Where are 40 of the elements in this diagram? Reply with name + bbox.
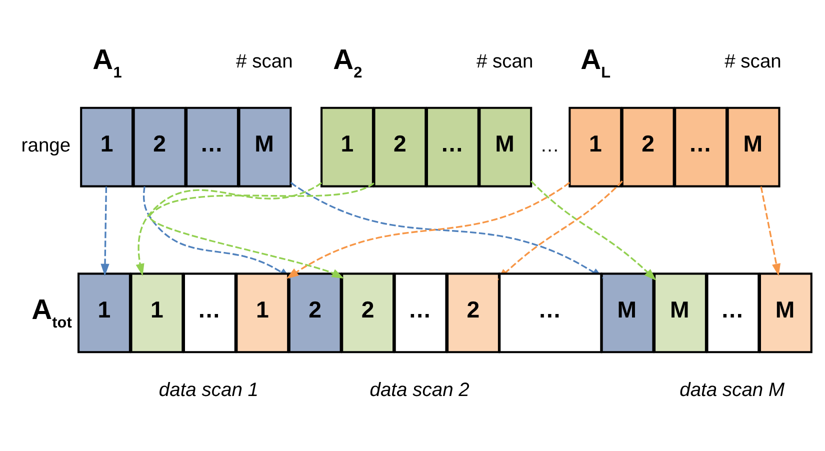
node-box: … [674,106,728,188]
label: A$_{2}$ [333,42,362,82]
node-box: 2 [621,106,675,188]
node-box: 2 [373,106,427,188]
node-box: … [394,272,448,354]
node-box: 1 [130,272,184,354]
node-box: 1 [568,106,622,188]
label: data scan 2 [370,380,470,401]
node-box: … [706,272,760,354]
arrow [760,186,781,276]
node-box: … [186,106,239,188]
node-box: … [498,272,602,354]
node-box: M [238,106,292,188]
label: A$_{1}$ [92,42,122,82]
label: … [540,136,560,157]
arrow [100,186,110,276]
node-box: … [426,106,480,188]
label: data scan 1 [158,380,259,401]
node-box: 1 [320,106,374,188]
node-box: 2 [341,272,395,354]
node-box: M [654,272,707,354]
node-box: 1 [236,272,290,354]
node-box: M [726,106,780,188]
node-box: 2 [288,272,342,354]
label: A$_{tot}$ [32,292,72,332]
label: range [21,136,71,157]
node-box: 1 [80,106,134,188]
node-box: 2 [132,106,186,188]
node-box: M [600,272,654,354]
label: # scan [236,51,293,72]
label: A$_{L}$ [580,42,611,82]
node-box: … [182,272,236,354]
node-box: M [478,106,532,188]
arrow [136,182,322,276]
label: # scan [724,51,782,72]
node-box: M [758,272,812,354]
node-box: 1 [78,272,131,354]
label: # scan [476,51,534,72]
label: data scan M [680,380,785,401]
node-box: 2 [446,272,500,354]
